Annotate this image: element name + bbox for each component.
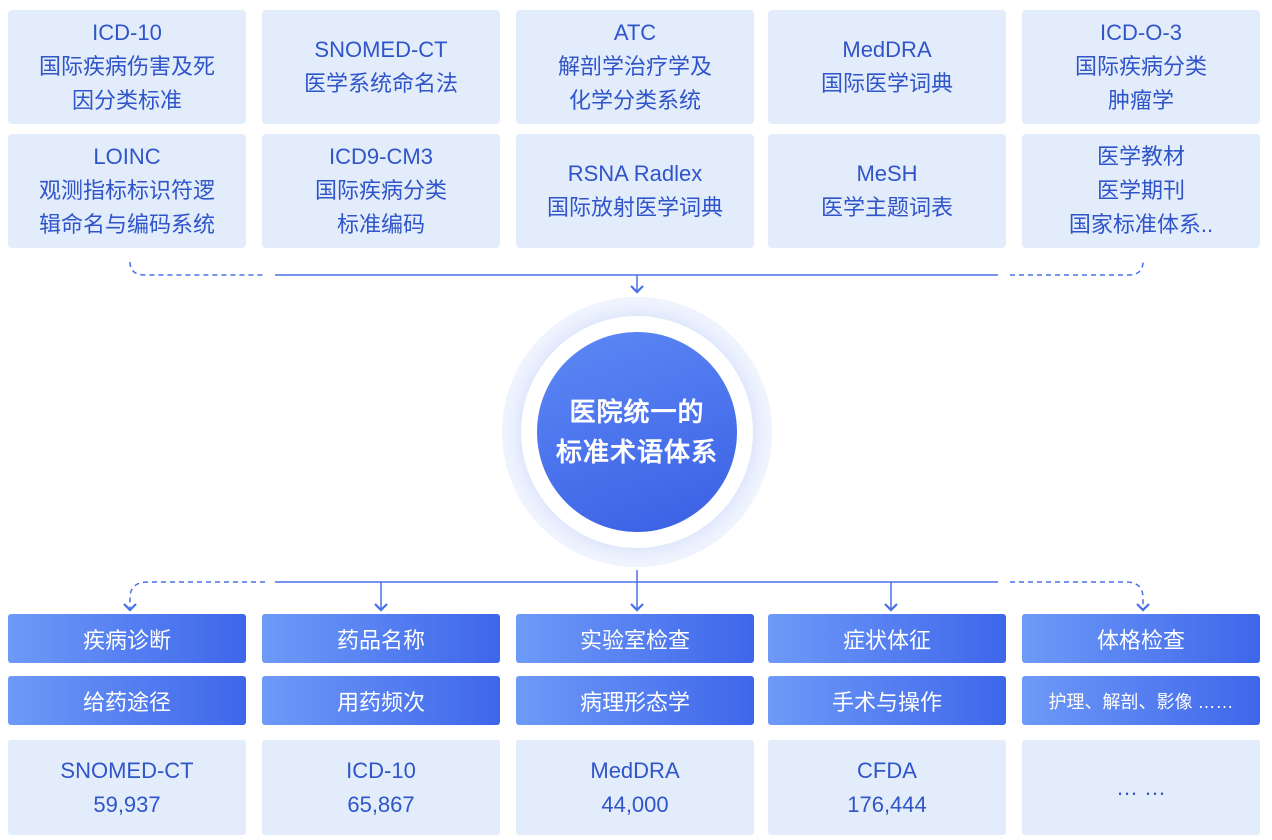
category-frequency: 用药频次: [262, 676, 500, 725]
hub-title-line2: 标准术语体系: [555, 437, 718, 467]
category-surgery: 手术与操作: [768, 676, 1006, 725]
source-title: ICD9-CM3: [329, 144, 433, 169]
source-desc: 国家标准体系..: [1068, 212, 1214, 237]
stat-name: MedDRA: [590, 757, 680, 783]
source-card-icdo3: ICD-O-3 国际疾病分类 肿瘤学: [1022, 10, 1260, 124]
source-desc: 国际疾病伤害及死: [38, 54, 215, 79]
source-title: RSNA Radlex: [567, 161, 703, 186]
source-desc: 国际疾病分类: [1074, 54, 1207, 79]
source-desc: 医学系统命名法: [303, 71, 458, 96]
stat-count: 65,867: [347, 791, 415, 817]
source-card-icd10: ICD-10 国际疾病伤害及死 因分类标准: [8, 10, 246, 124]
source-desc: 国际医学词典: [820, 71, 953, 96]
stat-card-icd10: ICD-10 65,867: [262, 740, 500, 835]
stat-count: 59,937: [93, 791, 161, 817]
source-card-meddra: MedDRA 国际医学词典: [768, 10, 1006, 124]
source-title: 医学教材: [1096, 144, 1185, 169]
source-card-mesh: MeSH 医学主题词表: [768, 134, 1006, 248]
source-title: ICD-O-3: [1100, 20, 1182, 45]
source-card-atc: ATC 解剖学治疗学及 化学分类系统: [516, 10, 754, 124]
stat-count: 44,000: [601, 791, 669, 817]
source-desc: 国际放射医学词典: [546, 195, 723, 220]
source-title: SNOMED-CT: [314, 37, 448, 62]
source-desc: 国际疾病分类: [314, 178, 447, 203]
bottom-left-dashed-curve: [123, 581, 265, 612]
source-desc: 解剖学治疗学及: [557, 54, 712, 79]
category-pathology: 病理形态学: [516, 676, 754, 725]
source-title: ICD-10: [92, 20, 162, 45]
source-desc: 观测指标标识符逻: [38, 178, 215, 203]
stat-card-cfda: CFDA 176,444: [768, 740, 1006, 835]
category-route: 给药途径: [8, 676, 246, 725]
category-drug-name: 药品名称: [262, 614, 500, 663]
source-desc: 医学期刊: [1096, 178, 1185, 203]
stat-name: ICD-10: [346, 757, 416, 783]
source-card-radlex: RSNA Radlex 国际放射医学词典: [516, 134, 754, 248]
stat-card-snomed: SNOMED-CT 59,937: [8, 740, 246, 835]
source-desc: 医学主题词表: [820, 195, 953, 220]
hub-circle: 医院统一的 标准术语体系: [537, 332, 737, 532]
source-card-literature: 医学教材 医学期刊 国家标准体系..: [1022, 134, 1260, 248]
category-physical-exam: 体格检查: [1022, 614, 1260, 663]
source-title: MedDRA: [842, 37, 932, 62]
source-desc: 辑命名与编码系统: [38, 212, 215, 237]
stat-count: 176,444: [847, 791, 927, 817]
category-nursing-etc: 护理、解剖、影像 ……: [1022, 676, 1260, 725]
stat-name: … …: [1115, 774, 1167, 800]
source-title: ATC: [613, 20, 657, 45]
source-card-loinc: LOINC 观测指标标识符逻 辑命名与编码系统: [8, 134, 246, 248]
source-card-icd9cm3: ICD9-CM3 国际疾病分类 标准编码: [262, 134, 500, 248]
source-card-snomed: SNOMED-CT 医学系统命名法: [262, 10, 500, 124]
source-desc: 化学分类系统: [568, 88, 701, 113]
hub-title-line1: 医院统一的: [569, 397, 705, 427]
stat-card-meddra: MedDRA 44,000: [516, 740, 754, 835]
stat-card-more: … …: [1022, 740, 1260, 835]
category-symptoms: 症状体征: [768, 614, 1006, 663]
stat-name: SNOMED-CT: [60, 757, 194, 783]
top-right-dashed-curve: [1010, 261, 1144, 276]
category-lab-test: 实验室检查: [516, 614, 754, 663]
bottom-right-dashed-curve: [1010, 581, 1150, 612]
top-left-dashed-curve: [129, 261, 265, 276]
source-desc: 标准编码: [336, 212, 425, 237]
source-desc: 肿瘤学: [1107, 88, 1174, 113]
stat-name: CFDA: [857, 757, 917, 783]
source-title: MeSH: [856, 161, 918, 186]
source-desc: 因分类标准: [71, 88, 182, 113]
source-title: LOINC: [93, 144, 161, 169]
category-disease-diagnosis: 疾病诊断: [8, 614, 246, 663]
